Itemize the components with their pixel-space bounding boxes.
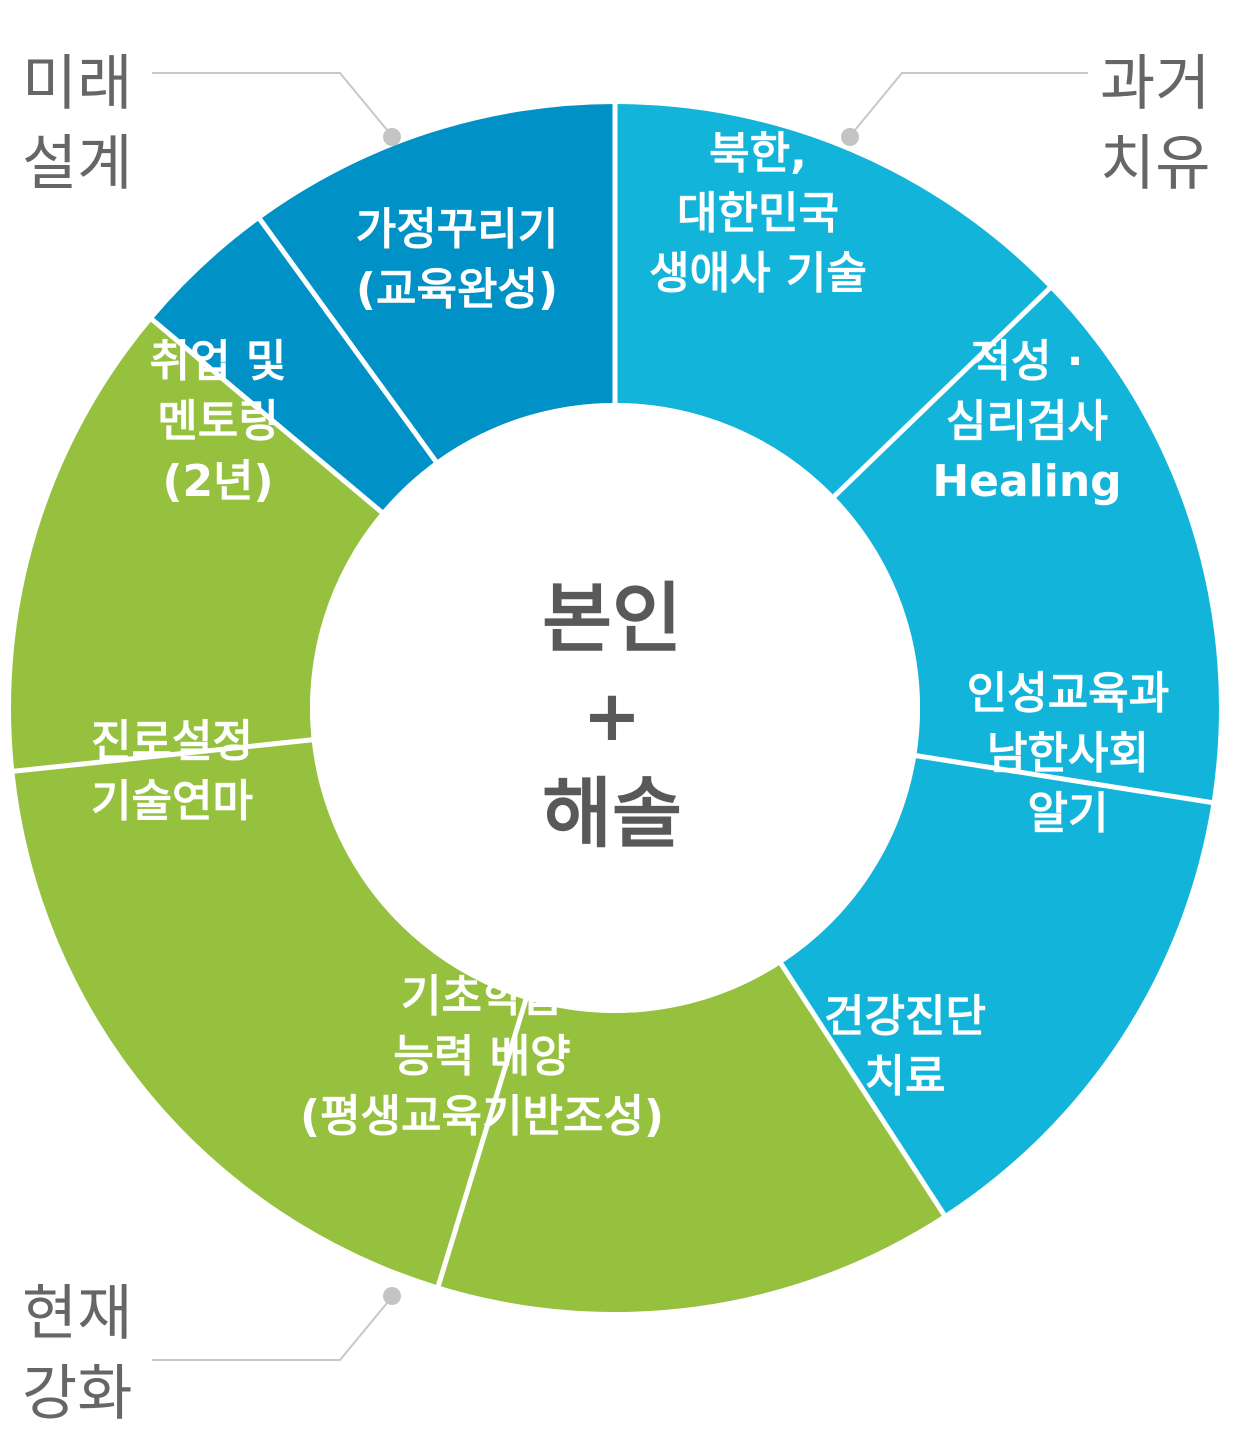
corner-label-future: 미래 설계 [22, 49, 132, 199]
center-label: 본인 + 해솔 [542, 574, 682, 858]
segment-family-line-2: (교육완성) [356, 264, 558, 315]
leader-top-right [841, 72, 1088, 146]
center-plus: + [583, 675, 642, 757]
segment-basic-learning-line-3: (평생교육기반조성) [300, 1091, 664, 1142]
segment-career [11, 319, 382, 772]
corner-future-line-2: 설계 [22, 129, 132, 199]
segment-health [438, 963, 944, 1312]
center-line-1: 본인 [542, 574, 682, 663]
segment-health-line-2: 치료 [865, 1051, 946, 1102]
segment-north-korea-line-1: 북한, [709, 128, 807, 179]
segment-employment-line-1: 취업 및 [150, 336, 287, 387]
segment-employment-line-3: (2년) [162, 456, 273, 507]
corner-present-line-2: 강화 [22, 1359, 132, 1429]
corner-present-line-1: 현재 [22, 1279, 132, 1349]
corner-label-present: 현재 강화 [22, 1279, 132, 1429]
divider-7 [149, 316, 385, 516]
divider-4 [777, 960, 948, 1218]
segment-family-line-1: 가정꾸리기 [356, 204, 558, 255]
segment-character [781, 755, 1212, 1215]
segment-career-line-2: 기술연마 [91, 776, 253, 827]
segment-family [259, 104, 615, 462]
center-line-2: 해솔 [542, 769, 682, 858]
ring-segments [11, 104, 1219, 1312]
leader-top-left [152, 72, 401, 146]
segment-aptitude-line-2: 심리검사 [946, 396, 1108, 447]
segment-employment [152, 219, 436, 512]
segment-aptitude [834, 288, 1219, 803]
segment-employment-line-2: 멘토링 [157, 396, 278, 447]
center-circle [310, 403, 920, 1013]
corner-past-line-2: 치유 [1100, 129, 1210, 199]
divider-8 [256, 216, 439, 465]
segment-aptitude-line-3: Healing [932, 456, 1121, 507]
segment-dividers [12, 102, 1214, 1289]
corner-label-past: 과거 치유 [1100, 49, 1210, 199]
corner-past-line-1: 과거 [1100, 49, 1210, 119]
segment-career-line-1: 진로설정 [91, 716, 253, 767]
segment-basic-learning-line-2: 능력 배양 [393, 1031, 570, 1082]
segment-character-line-3: 알기 [1028, 788, 1109, 839]
segment-character-line-1: 인성교육과 [967, 668, 1169, 719]
leader-bottom-left [152, 1287, 401, 1361]
segment-character-line-2: 남한사회 [987, 728, 1149, 779]
corner-future-line-1: 미래 [22, 49, 132, 119]
segment-basic-learning-line-1: 기초학습 [401, 971, 563, 1022]
segment-north-korea-line-3: 생애사 기술 [649, 248, 867, 299]
divider-3 [913, 752, 1214, 806]
segment-aptitude-line-1: 적성 · [971, 336, 1084, 387]
segment-label-aptitude: 적성 · 심리검사 Healing [932, 336, 1121, 507]
segment-health-line-1: 건강진단 [824, 991, 986, 1042]
segment-north-korea [615, 104, 1050, 497]
divider-5 [435, 997, 529, 1289]
segment-label-family: 가정꾸리기 (교육완성) [356, 204, 558, 315]
segment-north-korea-line-2: 대한민국 [677, 188, 839, 239]
divider-6 [12, 737, 314, 774]
divider-2 [831, 285, 1053, 500]
segment-basic-learning [14, 739, 526, 1286]
